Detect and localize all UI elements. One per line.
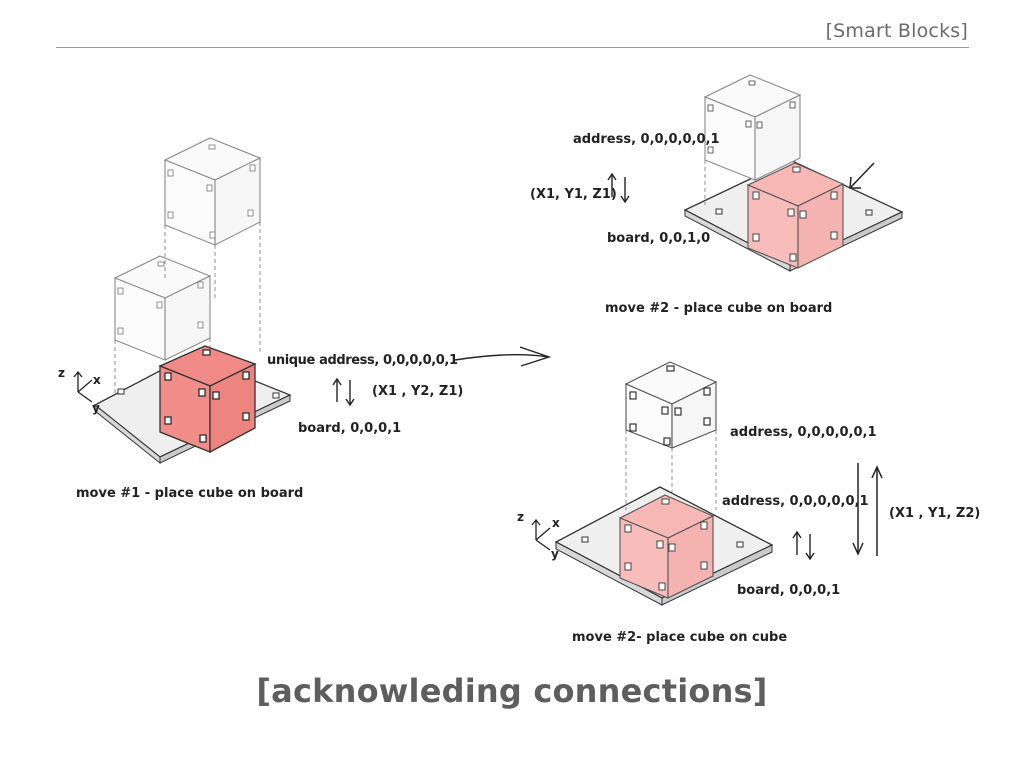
axis-z-label-2: z <box>517 510 524 524</box>
left-updown-arrows <box>332 377 355 407</box>
bottom-right-address-top-label: address, 0,0,0,0,0,1 <box>730 425 877 440</box>
top-right-assembly: address, 0,0,0,0,0,1 (X1, Y1, Z1) board,… <box>530 74 904 316</box>
top-right-pink-cube <box>746 162 845 269</box>
bottom-right-assembly: z x y address, 0,0,0,0,0,1 address, 0,0,… <box>517 361 980 645</box>
left-coords-label: (X1 , Y2, Z1) <box>372 384 463 399</box>
left-axis-gizmo <box>73 370 93 403</box>
axis-x-label-2: x <box>552 516 560 530</box>
left-board-label: board, 0,0,0,1 <box>298 421 401 436</box>
axis-y-label-2: y <box>551 547 559 561</box>
slide-title: [acknowleding connections] <box>256 672 768 710</box>
left-assembly: z x y unique address, 0,0,0,0,0,1 (X1 , … <box>58 137 463 501</box>
bottom-right-caption: move #2- place cube on cube <box>572 630 787 645</box>
left-caption: move #1 - place cube on board <box>76 486 303 501</box>
bottom-right-address-label: address, 0,0,0,0,0,1 <box>722 494 869 509</box>
transition-arrow <box>454 346 552 367</box>
left-ghost-cube-mid <box>113 255 212 361</box>
bottom-right-pink-cube <box>618 494 715 599</box>
header-divider <box>56 47 969 48</box>
top-right-board-label: board, 0,0,1,0 <box>607 231 710 246</box>
top-right-caption: move #2 - place cube on board <box>605 301 832 316</box>
left-ghost-cube-top <box>163 137 262 246</box>
axis-x-label: x <box>93 373 101 387</box>
left-address-label: unique address, 0,0,0,0,0,1 <box>267 353 458 368</box>
top-right-address-label: address, 0,0,0,0,0,1 <box>573 132 720 147</box>
axis-z-label: z <box>58 366 65 380</box>
bottom-right-coords-label: (X1 , Y1, Z2) <box>889 506 980 521</box>
top-right-coords-label: (X1, Y1, Z1) <box>530 187 617 202</box>
axis-y-label: y <box>92 401 100 415</box>
left-red-cube <box>158 345 257 454</box>
bottom-right-board-label: board, 0,0,0,1 <box>737 583 840 598</box>
header-title: [Smart Blocks] <box>825 20 968 42</box>
